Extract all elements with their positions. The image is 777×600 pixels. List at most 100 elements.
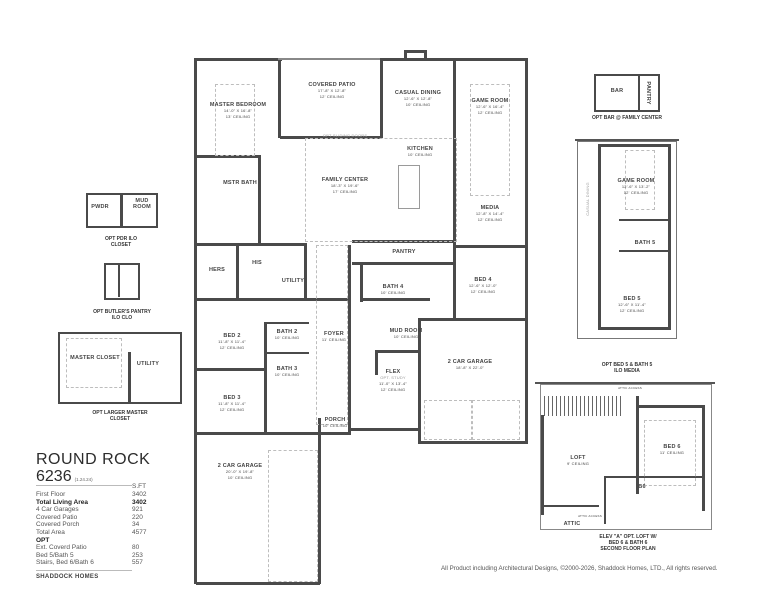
room-porch: PORCH 10' CEILING: [322, 417, 348, 428]
plan-frame: [540, 384, 712, 530]
room-utility: UTILITY: [281, 278, 305, 284]
wall: [360, 262, 363, 302]
wall: [418, 441, 528, 444]
room-covered-patio: COVERED PATIO 17'-8" X 12'-8" 12' CEILIN…: [308, 82, 356, 99]
wall: [404, 50, 426, 53]
divider: [535, 382, 715, 384]
room-bath2: BATH 2 10' CEILING: [274, 329, 300, 340]
wall: [636, 405, 704, 408]
room-garage-left: 2 CAR GARAGE 20'-0" X 19'-8" 10' CEILING: [217, 463, 263, 480]
room-pantry: PANTRY: [645, 81, 651, 105]
wall: [236, 243, 239, 298]
wall: [194, 58, 282, 61]
wall: [196, 368, 266, 371]
label-casual-dining: CASUAL DINING: [585, 182, 590, 216]
wall: [278, 58, 281, 138]
wall: [196, 155, 260, 158]
wall: [619, 219, 669, 221]
wall: [598, 144, 601, 329]
wall: [264, 322, 309, 324]
wall: [375, 350, 420, 353]
room-flex: FLEX OPT. STUDY 11'-0" X 13'-4" 12' CEIL…: [379, 369, 407, 392]
wall: [636, 396, 639, 494]
room-bath4: BATH 4 10' CEILING: [380, 284, 406, 295]
wall: [120, 195, 123, 226]
wall: [424, 50, 427, 60]
wall: [604, 476, 606, 524]
wall: [128, 352, 131, 402]
wall: [196, 432, 351, 435]
plan-number: 6236: [36, 468, 72, 485]
room-bar: BAR: [610, 88, 624, 94]
wall: [351, 428, 421, 431]
room-family-center: FAMILY CENTER 18'-3" X 19'-6" 17' CEILIN…: [321, 177, 369, 194]
wall: [375, 350, 378, 375]
wall: [418, 318, 526, 321]
option-outline: [86, 193, 158, 228]
room-hers: HERS: [208, 267, 226, 273]
room-bed6: BED 6 11' CEILING: [659, 444, 685, 455]
wall: [196, 298, 350, 301]
room-master-closet: MASTER CLOSET: [70, 355, 120, 361]
wall: [668, 144, 671, 329]
wall: [702, 405, 705, 511]
room-pwdr: PWDR: [91, 204, 109, 210]
ceiling-outline: [305, 138, 457, 242]
room-bed5: BED 5 12'-6" X 11'-4" 12' CEILING: [618, 296, 646, 313]
plan-revision: (1.24.24): [74, 477, 93, 482]
label-opt-sliding-doors: OPT SLIDING DOORS: [322, 133, 368, 138]
wall: [318, 418, 321, 438]
room-mud-room: MUD ROOM 10' CEILING: [389, 328, 423, 339]
wall: [352, 262, 454, 265]
option-frame: [577, 141, 677, 339]
wall: [258, 155, 261, 245]
wall: [598, 144, 670, 147]
wall: [196, 243, 306, 246]
room-mstr-bath: MSTR BATH: [223, 180, 257, 186]
room-mud-room: MUD ROOM: [133, 198, 151, 210]
kitchen-island: [398, 165, 420, 209]
wall: [360, 298, 430, 301]
wall: [453, 60, 456, 318]
wall: [404, 50, 407, 60]
room-bed3: BED 3 11'-8" X 11'-4" 12' CEILING: [218, 395, 246, 412]
divider: [36, 485, 132, 486]
room-foyer: FOYER 11' CEILING: [321, 331, 347, 342]
staircase: [541, 396, 623, 416]
room-game-room: GAME ROOM 12'-6" X 16'-4" 12' CEILING: [471, 98, 509, 115]
divider: [575, 139, 679, 141]
wall: [541, 505, 599, 507]
ceiling-outline: [66, 338, 122, 388]
room-game-room: GAME ROOM 12'-6" X 13'-2" 12' CEILING: [617, 178, 655, 195]
wall: [348, 245, 351, 435]
wall: [196, 582, 320, 585]
option-caption: OPT BED 5 & BATH 5 ILO MEDIA: [601, 362, 653, 374]
room-bed4: BED 4 12'-6" X 12'-0" 12' CEILING: [468, 277, 498, 294]
option-outline: [58, 332, 182, 404]
wall: [304, 243, 307, 299]
wall: [541, 415, 544, 515]
divider: [36, 569, 132, 571]
option-caption: OPT LARGER MASTER CLOSET: [92, 410, 148, 422]
wall: [380, 58, 383, 138]
label-attic-access: ATTIC ACCESS: [618, 386, 642, 390]
wall: [525, 58, 528, 444]
option-outline: [104, 263, 140, 300]
wall: [264, 322, 267, 432]
wall: [418, 318, 421, 444]
wall: [604, 476, 704, 478]
ceiling-outline: [644, 420, 696, 486]
option-caption: OPT BAR @ FAMILY CENTER: [592, 115, 662, 121]
room-bed2: BED 2 11'-8" X 11'-4" 12' CEILING: [218, 333, 246, 350]
copyright-text: All Product including Architectural Desi…: [441, 565, 718, 572]
wall: [638, 76, 640, 110]
room-kitchen: KITCHEN 10' CEILING: [407, 146, 433, 157]
